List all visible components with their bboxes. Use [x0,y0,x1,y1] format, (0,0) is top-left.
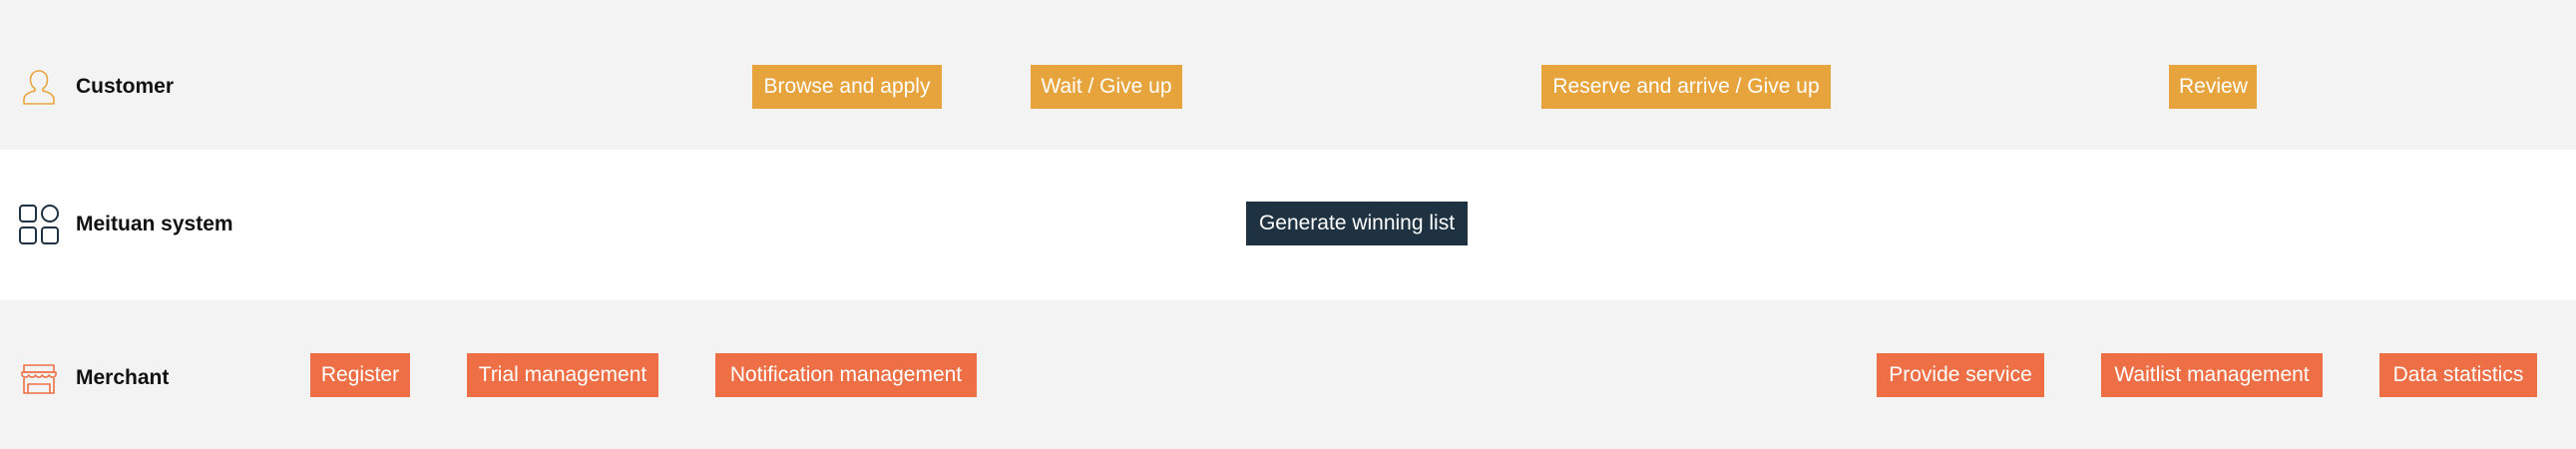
merchant-lane: Merchant Register Trial management Notif… [0,300,2576,449]
step-trial-management[interactable]: Trial management [467,353,658,397]
system-lane-header: Meituan system [18,204,233,245]
customer-lane-header: Customer [18,66,174,108]
step-generate-winning-list[interactable]: Generate winning list [1246,202,1468,245]
step-provide-service[interactable]: Provide service [1877,353,2044,397]
customer-lane: Customer Browse and apply Wait / Give up… [0,0,2576,150]
customer-lane-label: Customer [76,75,175,98]
step-reserve-and-arrive[interactable]: Reserve and arrive / Give up [1541,65,1831,109]
step-review[interactable]: Review [2169,65,2257,109]
merchant-lane-header: Merchant [18,357,169,399]
step-register[interactable]: Register [310,353,410,397]
storefront-icon [18,357,60,399]
step-wait-give-up[interactable]: Wait / Give up [1031,65,1182,109]
merchant-lane-label: Merchant [76,366,170,389]
step-data-statistics[interactable]: Data statistics [2379,353,2537,397]
system-lane-label: Meituan system [76,213,233,235]
person-icon [18,66,60,108]
apps-grid-icon [18,204,60,245]
step-notification-management[interactable]: Notification management [715,353,977,397]
system-lane: Meituan system Generate winning list [0,150,2576,300]
step-browse-and-apply[interactable]: Browse and apply [752,65,942,109]
step-waitlist-management[interactable]: Waitlist management [2101,353,2323,397]
